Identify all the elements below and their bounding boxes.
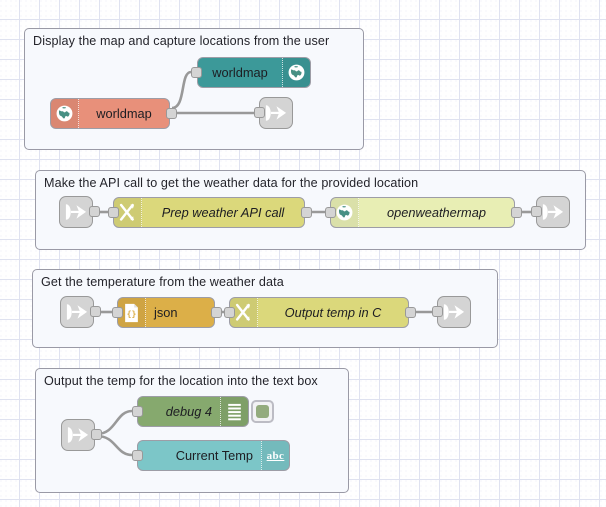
node-output-temp-in-c[interactable]: Output temp in C (229, 297, 409, 328)
node-worldmap-in[interactable]: worldmap (197, 57, 311, 88)
debug-toggle-indicator (256, 405, 269, 418)
node-link-in-3[interactable] (60, 296, 94, 328)
link-out-icon (541, 201, 565, 223)
node-link-in-2[interactable] (59, 196, 93, 228)
change-arrows-icon (119, 203, 136, 222)
json-braces-icon: {} (123, 303, 140, 323)
port-out-link-in-4[interactable] (91, 429, 102, 440)
globe-icon (336, 204, 353, 221)
node-current-temp-label: Current Temp (175, 448, 253, 463)
node-worldmap-out-icon-slot (51, 99, 79, 128)
node-prep-weather-api-call[interactable]: Prep weather API call (113, 197, 305, 228)
globe-icon (288, 64, 305, 81)
node-worldmap-in-icon-slot (282, 58, 310, 87)
link-out-icon (442, 301, 466, 323)
node-output-temp-in-c-icon-slot (230, 298, 258, 327)
link-in-icon (66, 424, 90, 446)
port-in-link-out-3[interactable] (432, 306, 443, 317)
port-out-worldmap[interactable] (166, 108, 177, 119)
link-in-icon (65, 301, 89, 323)
group-get-temperature-label: Get the temperature from the weather dat… (41, 275, 284, 289)
node-worldmap-out-label: worldmap (96, 106, 152, 121)
group-api-call-label: Make the API call to get the weather dat… (44, 176, 419, 190)
port-out-link-in-3[interactable] (90, 306, 101, 317)
port-out-prep[interactable] (301, 207, 312, 218)
node-openweathermap-label: openweathermap (387, 205, 486, 220)
node-json[interactable]: {} json (117, 297, 215, 328)
node-output-temp-in-c-label: Output temp in C (284, 305, 382, 320)
port-out-owm[interactable] (511, 207, 522, 218)
port-out-json[interactable] (211, 307, 222, 318)
node-worldmap-in-label: worldmap (212, 65, 268, 80)
node-current-temp[interactable]: Current Temp abc (137, 440, 290, 471)
node-link-in-4[interactable] (61, 419, 95, 451)
globe-icon (56, 105, 73, 122)
port-in-link-out-1[interactable] (254, 107, 265, 118)
group-display-map-label: Display the map and capture locations fr… (33, 34, 330, 48)
port-in-current-temp[interactable] (132, 450, 143, 461)
node-debug-4-label: debug 4 (165, 404, 212, 419)
link-out-icon (264, 102, 288, 124)
group-display-map[interactable]: Display the map and capture locations fr… (24, 28, 364, 150)
port-in-prep[interactable] (108, 207, 119, 218)
change-arrows-icon (235, 303, 252, 322)
port-in-debug-4[interactable] (132, 406, 143, 417)
node-debug-4[interactable]: debug 4 (137, 396, 249, 427)
node-worldmap-out[interactable]: worldmap (50, 98, 170, 129)
port-in-worldmap-in[interactable] (191, 67, 202, 78)
svg-text:{}: {} (127, 308, 137, 318)
group-output-temp-label: Output the temp for the location into th… (44, 374, 318, 388)
node-current-temp-icon-slot: abc (261, 441, 289, 470)
port-in-json[interactable] (112, 307, 123, 318)
port-in-link-out-2[interactable] (531, 206, 542, 217)
node-debug-4-icon-slot (220, 397, 248, 426)
debug-lines-icon (227, 403, 242, 421)
debug-enable-toggle[interactable] (251, 400, 274, 423)
node-openweathermap[interactable]: openweathermap (330, 197, 515, 228)
abc-text-icon: abc (266, 449, 285, 462)
node-prep-weather-api-call-label: Prep weather API call (161, 205, 285, 220)
port-out-link-in-2[interactable] (89, 206, 100, 217)
node-json-label: json (154, 305, 178, 320)
link-in-icon (64, 201, 88, 223)
port-out-output-temp[interactable] (405, 307, 416, 318)
port-in-owm[interactable] (325, 207, 336, 218)
port-in-output-temp[interactable] (224, 307, 235, 318)
